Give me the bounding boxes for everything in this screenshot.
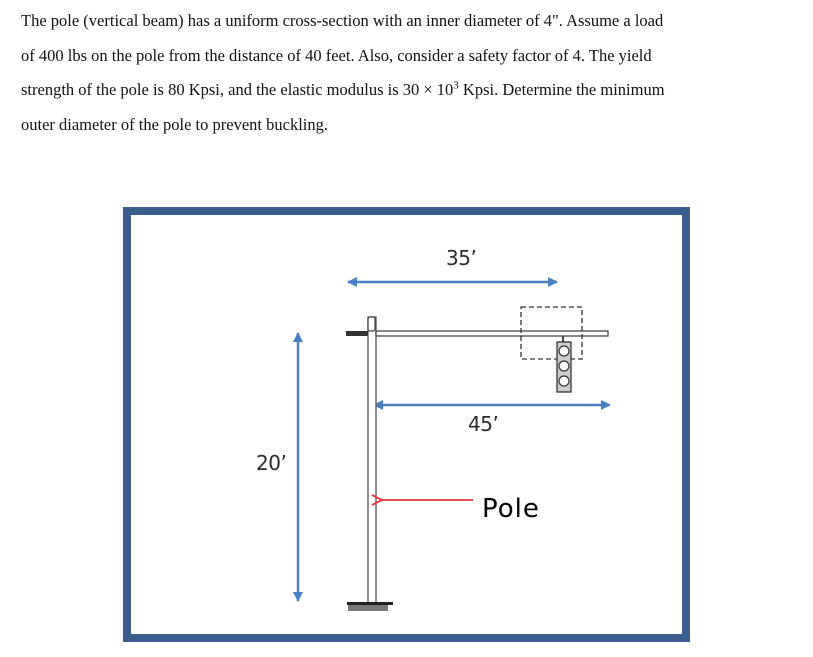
height-label: 20’ [256, 451, 287, 475]
pole-label: Pole [482, 494, 540, 524]
problem-line-3: strength of the pole is 80 Kpsi, and the… [21, 73, 796, 108]
traffic-light-icon [556, 336, 572, 393]
problem-line-1: The pole (vertical beam) has a uniform c… [21, 11, 664, 30]
top-span-label: 35’ [446, 246, 477, 270]
problem-statement: The pole (vertical beam) has a uniform c… [21, 4, 796, 142]
problem-line-3-text-end: Kpsi. Determine the minimum [458, 80, 665, 99]
ground-base [347, 602, 393, 611]
problem-line-2: of 400 lbs on the pole from the distance… [21, 45, 652, 65]
problem-line-4: outer diameter of the pole to prevent bu… [21, 114, 328, 134]
mast-arm [346, 330, 609, 337]
exponent: 3 [453, 79, 459, 92]
problem-line-3-text: strength of the pole is 80 Kpsi, and the… [21, 80, 454, 99]
arm-span-label: 45’ [468, 412, 499, 436]
sign-outline [520, 306, 583, 360]
pole [367, 316, 377, 604]
